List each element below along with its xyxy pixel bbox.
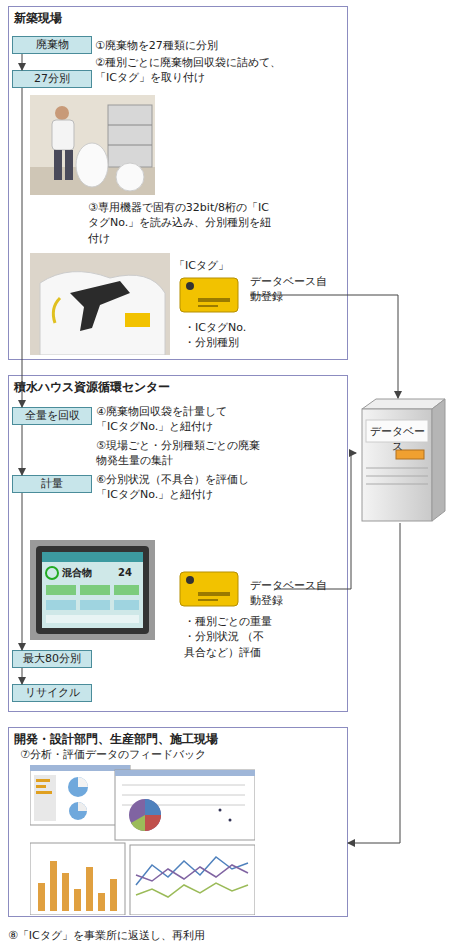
box-label: 27分別 [34, 72, 70, 85]
note-text: ②種別ごとに廃棄物回収袋に詰めて、「ICタグ」を取り付け [95, 55, 295, 86]
note-text: ⑧「ICタグ」を事業所に返送し、再利用 [8, 928, 428, 943]
process-box: 計量 [12, 475, 92, 493]
connector-label: データベース自動登録 [250, 274, 330, 305]
flow-connector [22, 88, 23, 407]
note-text: ④廃棄物回収袋を計量して「ICタグNo.」と紐付け [96, 404, 246, 435]
box-label: リサイクル [25, 686, 80, 699]
tag-data-list: ・種別ごとの重量 ・分別状況 （不具合など）評価 [174, 614, 274, 660]
flow-connector [22, 493, 23, 650]
process-box: 全量を回収 [12, 407, 92, 425]
process-box: 最大80分別 [12, 650, 92, 668]
box-label: 計量 [41, 477, 63, 490]
process-box: リサイクル [12, 684, 92, 702]
flow-connector [22, 425, 23, 475]
note-text: ③専用機器で固有の32bit/8桁の「ICタグNo.」を読み込み、分別種別を紐付… [88, 200, 278, 246]
box-label: 最大80分別 [23, 652, 81, 665]
server-shape [356, 398, 446, 523]
box-label: 廃棄物 [36, 38, 69, 51]
flow-connector [274, 453, 356, 589]
analysis-charts [30, 765, 255, 915]
server-label: データベース [366, 424, 428, 454]
note-text: ⑥分別状況（不具合）を評価し「ICタグNo.」と紐付け [96, 472, 266, 503]
ic-tag-shape [178, 274, 240, 316]
flow-connector [22, 54, 23, 70]
scale-screen-photo [30, 540, 155, 640]
database-server: データベース [356, 398, 446, 523]
ic-tag-shape [178, 568, 240, 610]
ic-tag: 「ICタグ」・ICタグNo. ・分別種別 [174, 258, 250, 358]
connector-label: データベース自動登録 [250, 578, 330, 609]
note-text: 24 [118, 566, 148, 580]
flow-connector [250, 295, 398, 398]
section-heading: 新築現場 [14, 10, 62, 27]
box-label: 全量を回収 [25, 409, 80, 422]
note-text: 混合物 [62, 566, 112, 580]
process-box: 廃棄物 [12, 36, 92, 54]
flow-connector [348, 523, 400, 843]
scanner-photo [30, 253, 170, 355]
section-heading: 積水ハウス資源循環センター [14, 379, 170, 396]
note-text: ⑦分析・評価データのフィードバック [20, 747, 320, 762]
sorting-photo [30, 95, 155, 195]
flow-connector [22, 668, 23, 684]
note-text: ⑤現場ごと・分別種類ごとの廃棄物発生量の集計 [96, 438, 266, 469]
section-heading: 開発・設計部門、生産部門、施工現場 [14, 731, 218, 748]
tag-title: 「ICタグ」 [174, 258, 250, 273]
tag-data-list: ・ICタグNo. ・分別種別 [174, 320, 250, 351]
note-text: ①廃棄物を27種類に分別 [95, 38, 345, 53]
process-box: 27分別 [12, 70, 92, 88]
